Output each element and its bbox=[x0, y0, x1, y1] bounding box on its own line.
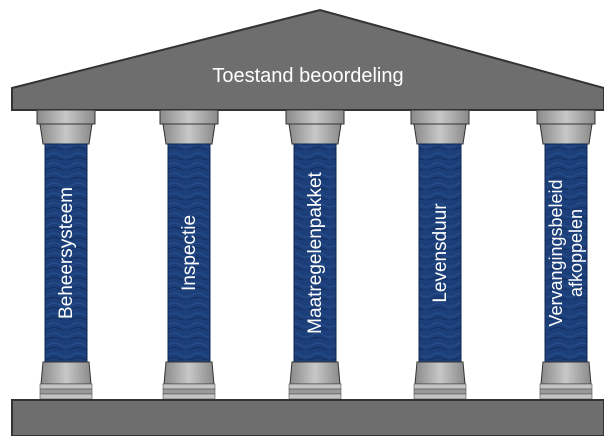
pillar-base-ring bbox=[288, 393, 342, 400]
pillar-base-ring bbox=[162, 388, 216, 395]
pillar-base-ring bbox=[413, 393, 467, 400]
pillar-shaft bbox=[167, 143, 211, 363]
pillar-capital-top bbox=[285, 109, 345, 125]
pillar-label: Vervangingsbeleid bbox=[546, 179, 566, 326]
pillar-base-neck bbox=[40, 361, 92, 385]
pillar-base-ring bbox=[288, 383, 342, 390]
pillar-base-ring bbox=[288, 388, 342, 395]
pillar-capital-top bbox=[36, 109, 96, 125]
pillar-capital-neck bbox=[162, 123, 216, 145]
pillar-base-neck bbox=[289, 361, 341, 385]
pillar-base-neck bbox=[163, 361, 215, 385]
temple-base bbox=[11, 399, 604, 436]
pillar: Levensduur bbox=[410, 109, 470, 400]
pillar-base-neck bbox=[540, 361, 592, 385]
pillar-capital-top bbox=[159, 109, 219, 125]
pillar-label: Beheersysteem bbox=[56, 187, 77, 319]
pillar-base-neck bbox=[414, 361, 466, 385]
pillar-shaft bbox=[418, 143, 462, 363]
pillar-capital-neck bbox=[413, 123, 467, 145]
pillar-base-ring bbox=[413, 383, 467, 390]
pillar-base-ring bbox=[162, 383, 216, 390]
pillar-label: Maatregelenpakket bbox=[305, 171, 326, 333]
pillar-capital-top bbox=[536, 109, 596, 125]
pillar-base-ring bbox=[413, 388, 467, 395]
pillar-shaft bbox=[293, 143, 337, 363]
pillar-base-ring bbox=[539, 393, 593, 400]
pillar-capital-neck bbox=[539, 123, 593, 145]
pillar: Beheersysteem bbox=[36, 109, 96, 400]
pillar-base-ring bbox=[162, 393, 216, 400]
pillar-label: Levensduur bbox=[430, 203, 451, 303]
roof-pediment bbox=[11, 8, 604, 111]
roof-title: Toestand beoordeling bbox=[212, 65, 403, 87]
roof: Toestand beoordeling bbox=[11, 8, 604, 111]
pillar: Inspectie bbox=[159, 109, 219, 400]
pillar-base-ring bbox=[39, 383, 93, 390]
pillar-base-ring bbox=[539, 388, 593, 395]
pillars: Beheersysteem Inspectie Maatregelenpakket L… bbox=[36, 109, 596, 400]
pillar-base-ring bbox=[39, 393, 93, 400]
pillar-capital-neck bbox=[288, 123, 342, 145]
pillar: Maatregelenpakket bbox=[285, 109, 345, 400]
pillar-capital-neck bbox=[39, 123, 93, 145]
pillar-label: afkoppelen bbox=[566, 209, 586, 297]
pillar-base-ring bbox=[39, 388, 93, 395]
pillar-base-ring bbox=[539, 383, 593, 390]
pillar-capital-top bbox=[410, 109, 470, 125]
pillar-shaft bbox=[44, 143, 88, 363]
pillar-label: Inspectie bbox=[179, 215, 200, 291]
